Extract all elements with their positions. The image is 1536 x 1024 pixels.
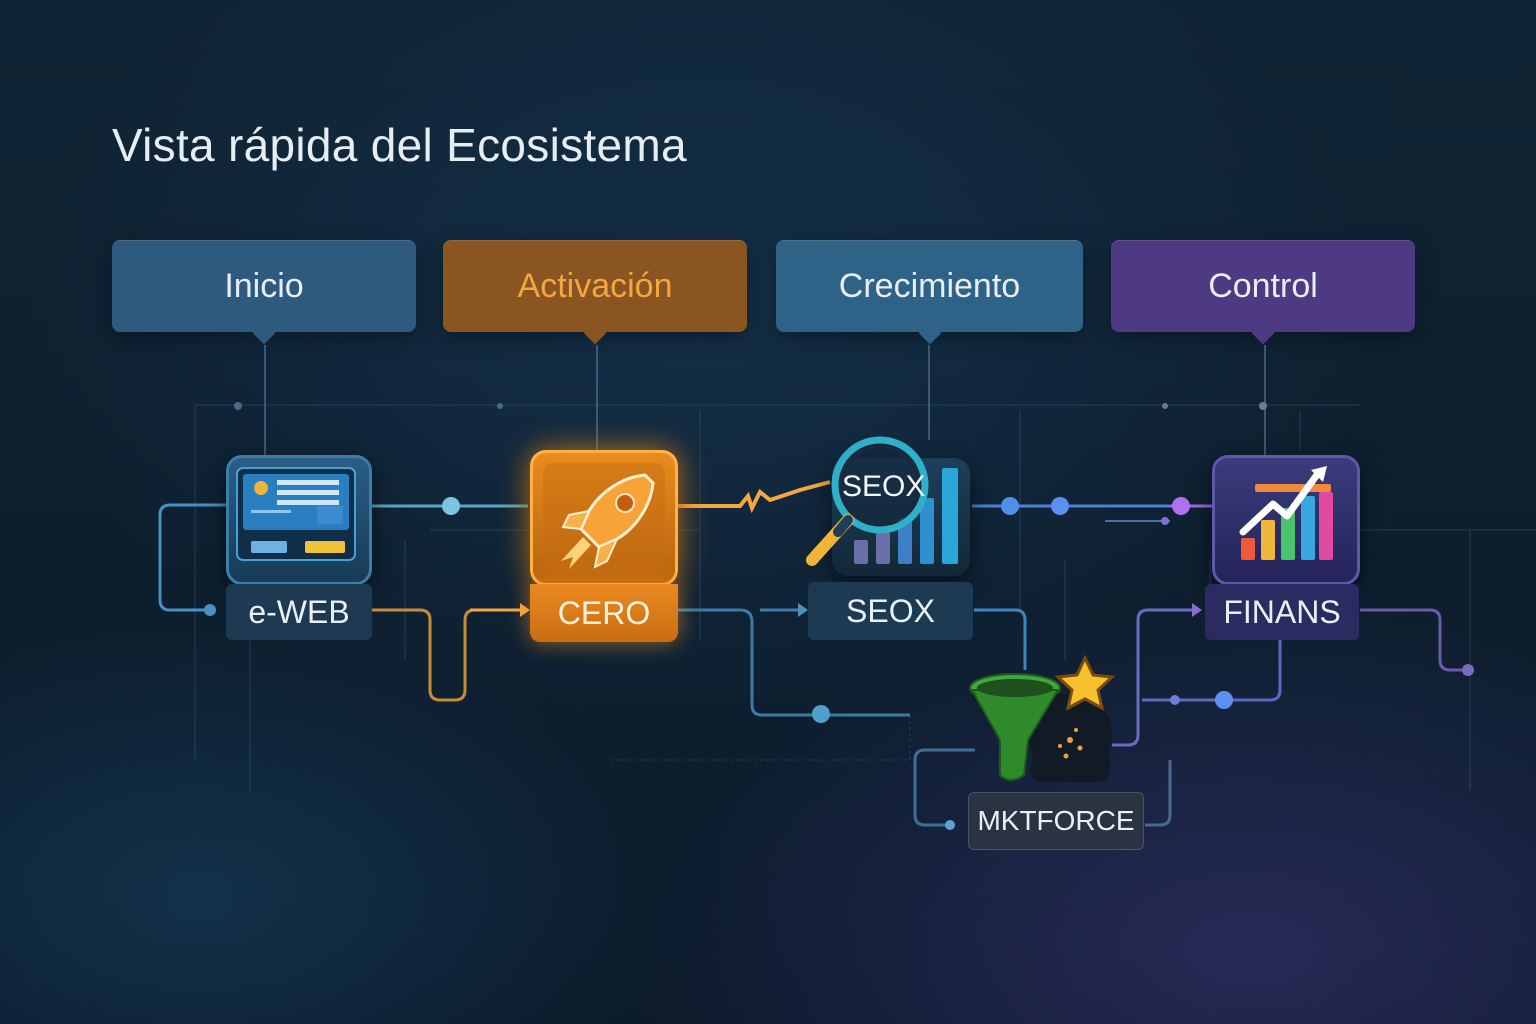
eweb-label[interactable]: e-WEB: [226, 584, 372, 640]
stage-activacion: Activación: [443, 240, 747, 332]
rocket-icon: [543, 463, 665, 573]
eweb-tile[interactable]: [226, 455, 372, 585]
growth-chart-icon: [1239, 466, 1333, 560]
web-page-icon: [236, 467, 356, 561]
stage-crecimiento: Crecimiento: [776, 240, 1083, 332]
finans-tile[interactable]: [1212, 455, 1360, 585]
stage-label: Inicio: [224, 266, 304, 305]
cero-tile[interactable]: [530, 450, 678, 586]
finans-label[interactable]: FINANS: [1205, 584, 1359, 640]
cero-label[interactable]: CERO: [530, 584, 678, 642]
seox-icon-text: SEOX: [842, 470, 926, 503]
stage-control: Control: [1111, 240, 1415, 332]
stage-label: Activación: [517, 266, 673, 305]
page-title: Vista rápida del Ecosistema: [112, 119, 687, 171]
stage-label: Control: [1208, 266, 1318, 305]
seox-label[interactable]: SEOX: [808, 582, 973, 640]
mktforce-label[interactable]: MKTFORCE: [968, 792, 1144, 850]
stage-inicio: Inicio: [112, 240, 416, 332]
stage-label: Crecimiento: [838, 266, 1021, 305]
